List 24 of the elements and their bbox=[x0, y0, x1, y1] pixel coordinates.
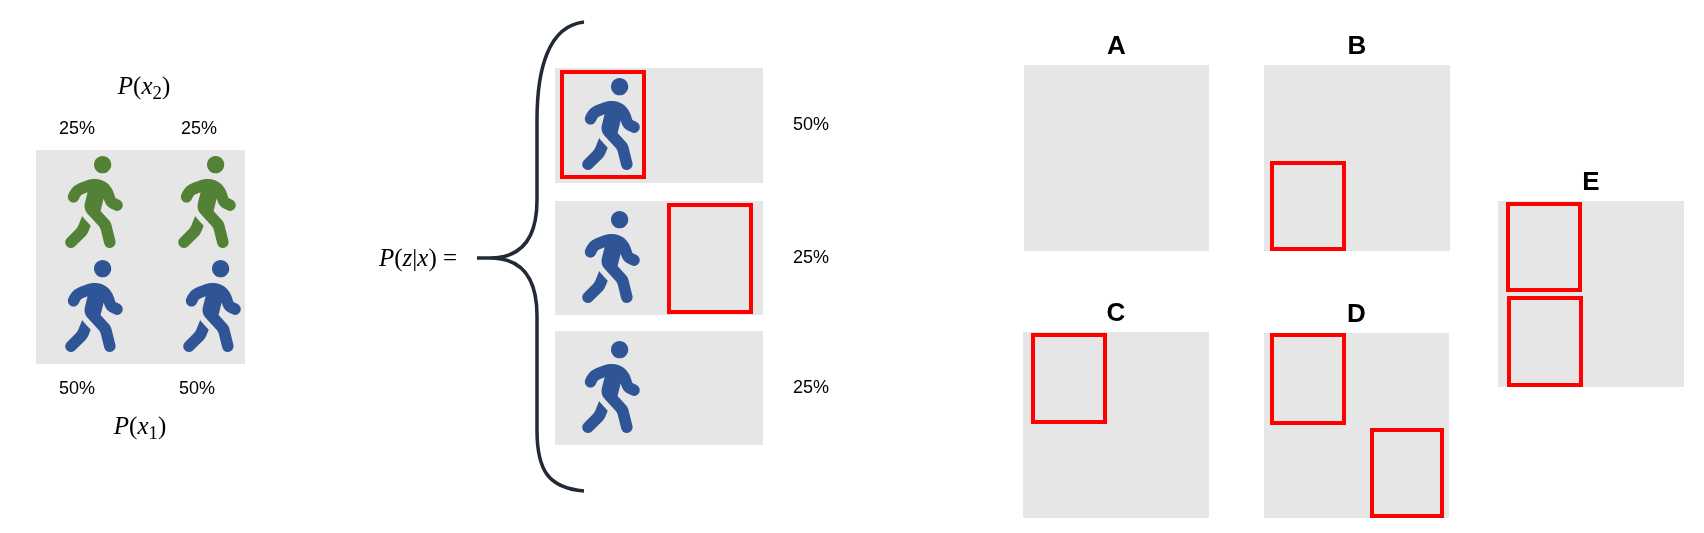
person-grid-panel bbox=[36, 150, 245, 364]
highlight-box bbox=[667, 203, 753, 314]
panel-letter: A bbox=[1106, 29, 1127, 61]
highlight-box bbox=[1506, 202, 1582, 292]
probability-value: 50% bbox=[793, 113, 830, 136]
highlight-box bbox=[1270, 333, 1346, 425]
percentage-label: 50% bbox=[179, 376, 215, 400]
highlight-box bbox=[1507, 296, 1583, 387]
probability-value: 25% bbox=[793, 376, 830, 399]
panel-letter: D bbox=[1346, 297, 1367, 329]
probability-formula: P(x$_{1}$) bbox=[113, 411, 167, 445]
percentage-label: 25% bbox=[59, 116, 95, 140]
probability-formula: P(x$_{2}$) bbox=[117, 71, 171, 105]
panel-letter: C bbox=[1105, 296, 1127, 328]
highlight-box bbox=[560, 70, 646, 179]
percentage-label: 50% bbox=[59, 376, 95, 400]
percentage-label: 25% bbox=[181, 116, 217, 140]
probability-formula: P(z|x) = bbox=[378, 243, 458, 274]
highlight-box bbox=[1031, 333, 1107, 424]
probability-value: 25% bbox=[793, 246, 830, 269]
highlight-box bbox=[1370, 428, 1444, 518]
highlight-box bbox=[1270, 161, 1346, 251]
panel-letter: E bbox=[1581, 165, 1601, 197]
panel-letter: B bbox=[1346, 29, 1368, 61]
